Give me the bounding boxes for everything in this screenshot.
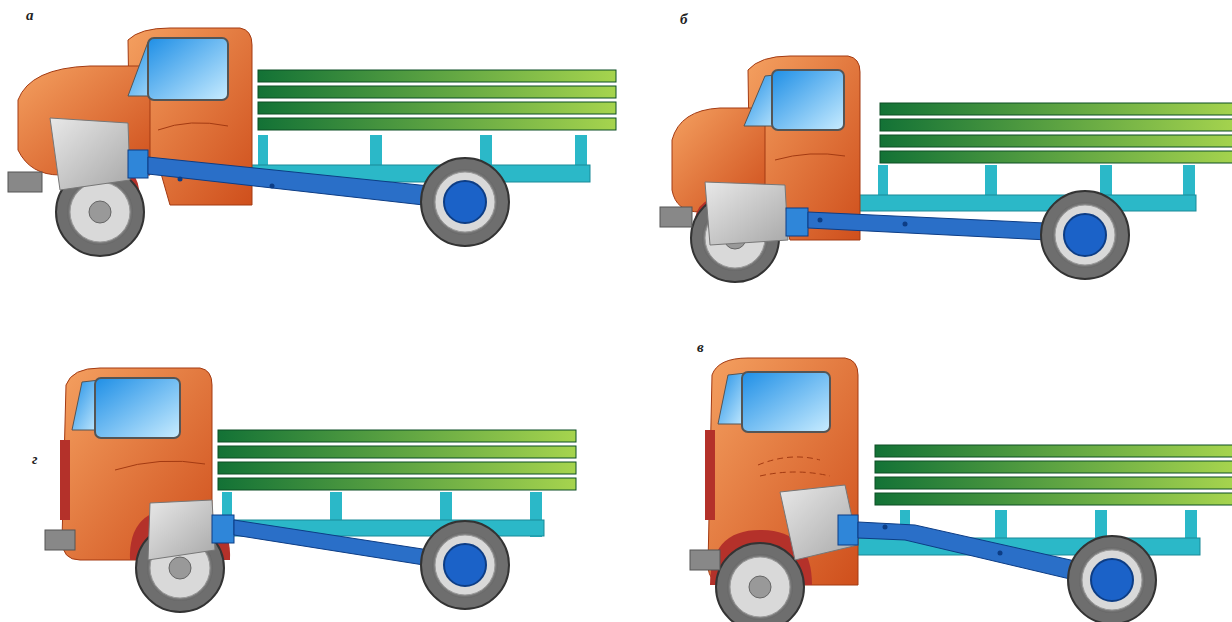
variant-letter: б — [680, 12, 688, 27]
variant-letter: г — [32, 452, 38, 467]
variant-letter: в — [697, 340, 704, 355]
variant-letter: а — [26, 8, 34, 23]
